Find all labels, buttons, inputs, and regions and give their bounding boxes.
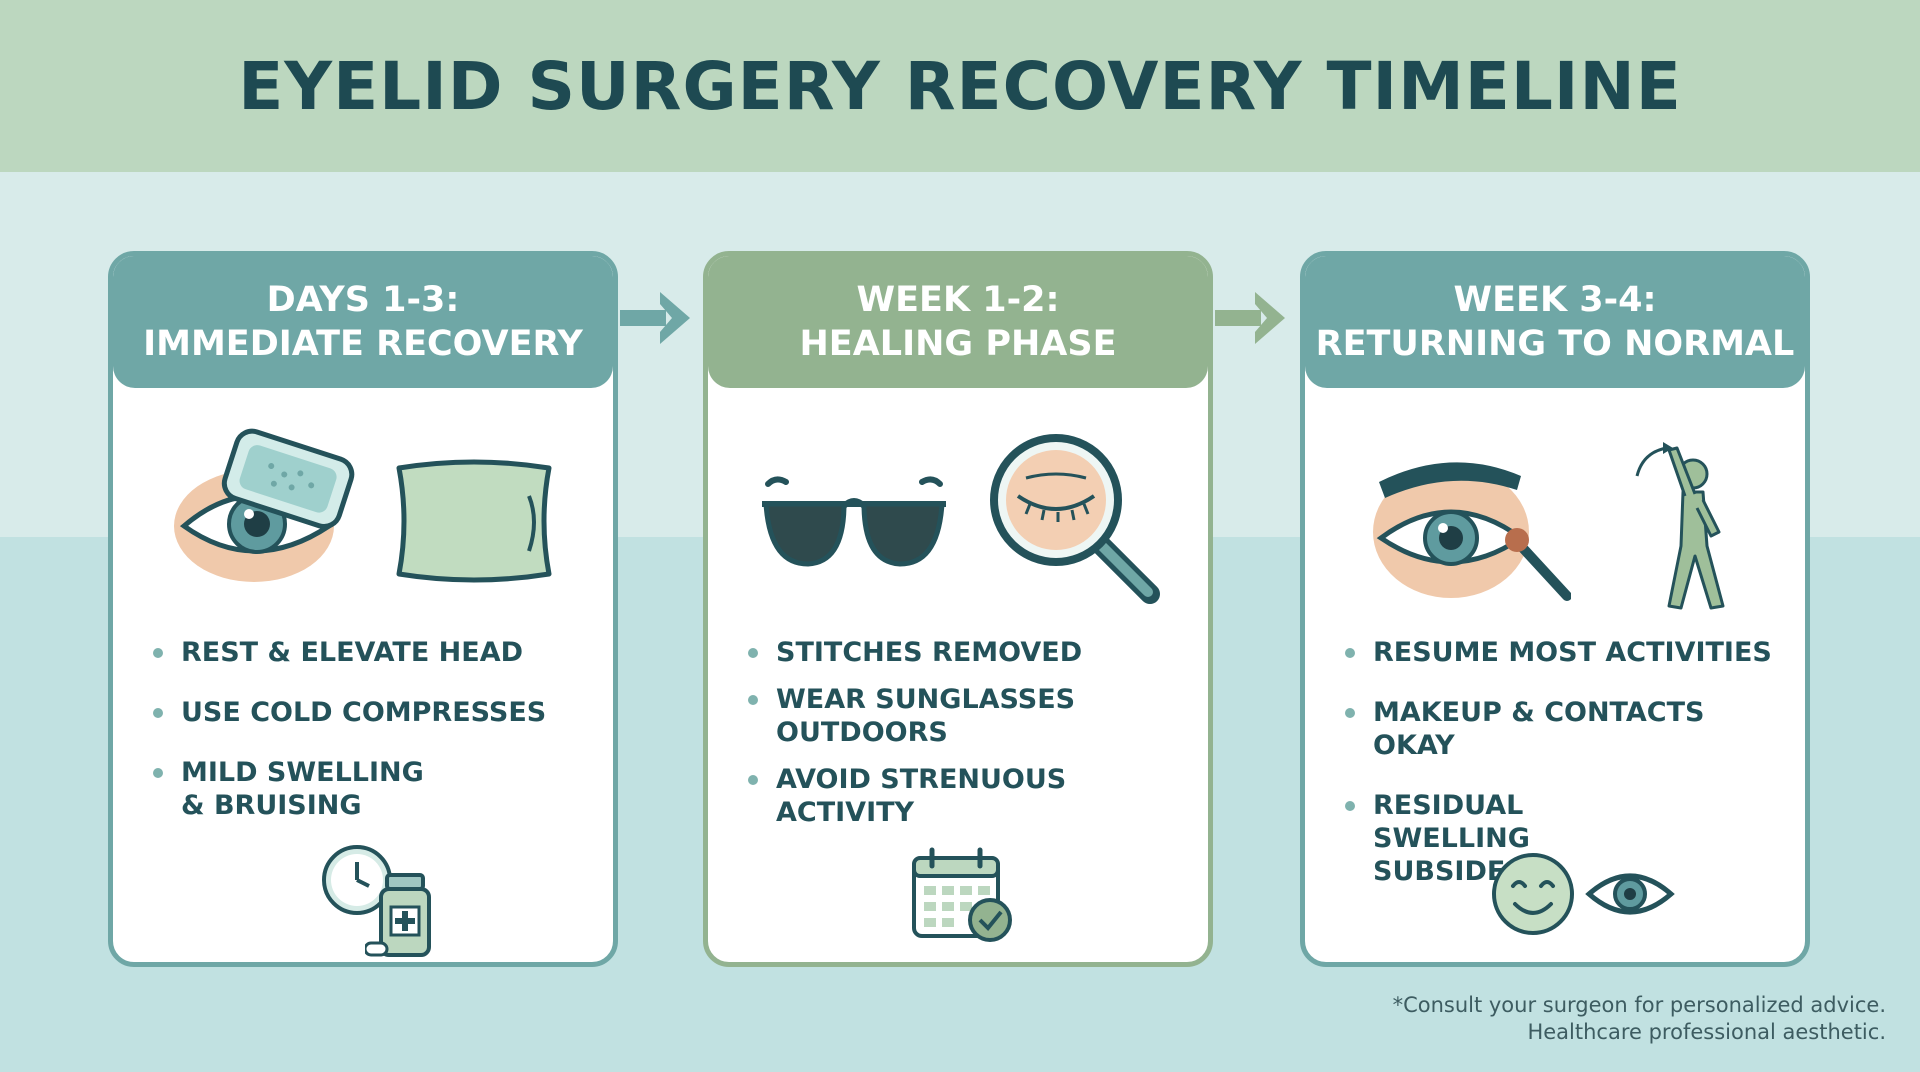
footnote-line2: Healthcare professional aesthetic. xyxy=(1527,1020,1886,1044)
magnifier-closed-eye-icon xyxy=(990,434,1160,604)
stage-icons xyxy=(113,416,613,616)
stage-header: DAYS 1-3: IMMEDIATE RECOVERY xyxy=(113,256,613,388)
sunglasses-icon xyxy=(762,476,946,567)
footnote-line1: *Consult your surgeon for personalized a… xyxy=(1392,993,1886,1017)
title-band xyxy=(0,0,1920,172)
stage-header-line1: WEEK 1-2: xyxy=(856,280,1060,320)
stage-header-line1: DAYS 1-3: xyxy=(266,280,460,320)
page-title: EYELID SURGERY RECOVERY TIMELINE xyxy=(238,48,1682,125)
stage-icons xyxy=(1305,416,1805,616)
stage-icons xyxy=(708,416,1208,616)
stage-header-line2: IMMEDIATE RECOVERY xyxy=(143,324,583,364)
list-item: USE COLD COMPRESSES xyxy=(151,696,591,729)
calendar-check-icon xyxy=(912,847,1012,942)
eye-makeup-brush-icon xyxy=(1373,462,1571,601)
stage-header: WEEK 1-2: HEALING PHASE xyxy=(708,256,1208,388)
eye-icon xyxy=(1585,873,1675,915)
stage-bullets: RESUME MOST ACTIVITIES MAKEUP & CONTACTS… xyxy=(1343,636,1783,915)
arrow-right-icon xyxy=(1215,292,1285,344)
list-item: MAKEUP & CONTACTS OKAY xyxy=(1343,696,1783,762)
list-item: REST & ELEVATE HEAD xyxy=(151,636,591,669)
smiley-face-icon xyxy=(1492,853,1574,935)
list-item: STITCHES REMOVED xyxy=(746,636,1186,669)
medicine-bottle-icon xyxy=(365,873,431,957)
stage-header: WEEK 3-4: RETURNING TO NORMAL xyxy=(1305,256,1805,388)
stage-header-line1: WEEK 3-4: xyxy=(1453,280,1657,320)
list-item: RESUME MOST ACTIVITIES xyxy=(1343,636,1783,669)
list-item: WEAR SUNGLASSES OUTDOORS xyxy=(746,683,1076,749)
stretching-person-icon xyxy=(1635,442,1725,610)
pillow-icon xyxy=(396,459,552,583)
stage-card-days-1-3: DAYS 1-3: IMMEDIATE RECOVERY REST & ELEV… xyxy=(108,251,618,967)
footnote: *Consult your surgeon for personalized a… xyxy=(1393,992,1886,1046)
stage-card-week-3-4: WEEK 3-4: RETURNING TO NORMAL RESUME MOS… xyxy=(1300,251,1810,967)
stage-header-line2: HEALING PHASE xyxy=(799,324,1117,364)
arrow-right-icon xyxy=(620,292,690,344)
list-item: MILD SWELLING & BRUISING xyxy=(151,756,451,822)
stage-header-line2: RETURNING TO NORMAL xyxy=(1315,324,1795,364)
list-item: AVOID STRENUOUS ACTIVITY xyxy=(746,763,1076,829)
clock-icon xyxy=(322,845,392,915)
stage-card-week-1-2: WEEK 1-2: HEALING PHASE STITCHES REMOVED xyxy=(703,251,1213,967)
stage-bullets: REST & ELEVATE HEAD USE COLD COMPRESSES … xyxy=(151,636,591,849)
stage-bullets: STITCHES REMOVED WEAR SUNGLASSES OUTDOOR… xyxy=(746,636,1186,843)
eye-cold-compress-icon xyxy=(174,428,355,582)
